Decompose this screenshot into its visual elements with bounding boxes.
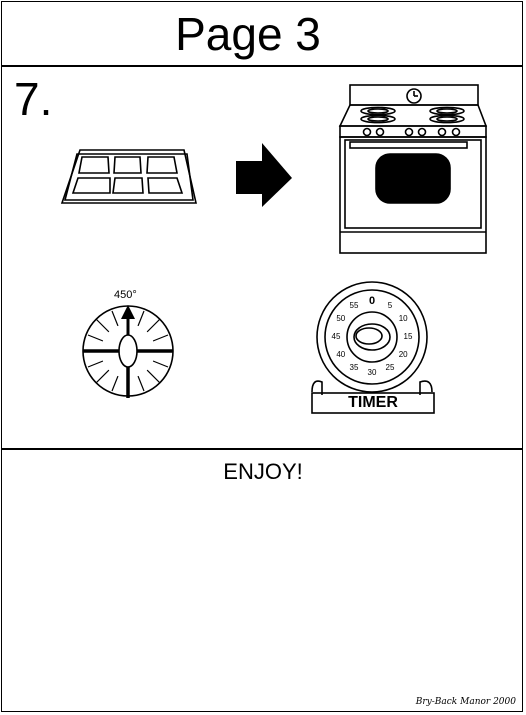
timer-number: 10 — [398, 314, 408, 323]
timer-number: 5 — [387, 300, 393, 310]
section-divider — [1, 448, 523, 450]
timer-number: 0 — [368, 295, 376, 307]
step-number: 7. — [14, 73, 53, 125]
closing-text: ENJOY! — [223, 459, 303, 484]
timer-number: 40 — [336, 350, 346, 359]
timer-number: 50 — [336, 314, 346, 323]
temperature-dial-icon — [82, 305, 174, 398]
timer-number: 25 — [385, 363, 395, 373]
oven-icon — [338, 84, 488, 254]
page-title: Page 3 — [175, 8, 321, 60]
credit-signature: Bry-Back Manor 2000 — [415, 697, 516, 707]
timer-number: 35 — [349, 363, 359, 373]
right-arrow-icon — [236, 143, 292, 207]
temperature-label: 450° — [114, 289, 137, 301]
timer-number: 20 — [398, 350, 408, 359]
timer-number: 15 — [403, 332, 413, 341]
header-divider — [1, 65, 523, 67]
timer-number: 45 — [331, 332, 341, 341]
muffin-tray-icon — [60, 149, 198, 204]
timer-label: TIMER — [348, 394, 398, 411]
kitchen-timer-icon — [311, 281, 435, 414]
timer-number: 30 — [367, 368, 377, 377]
timer-number: 55 — [349, 300, 359, 310]
